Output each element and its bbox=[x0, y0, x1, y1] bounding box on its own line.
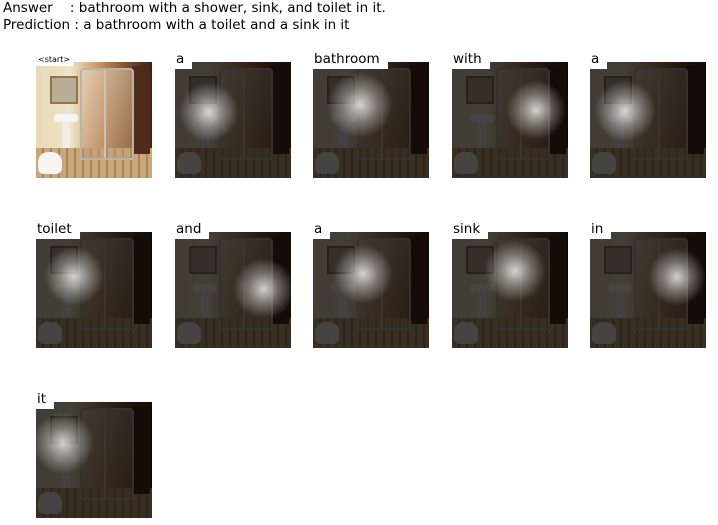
attention-map bbox=[452, 232, 568, 348]
attention-map bbox=[175, 232, 291, 348]
token-cell-a: a bbox=[175, 52, 293, 180]
attention-map bbox=[36, 402, 152, 518]
attention-map bbox=[590, 232, 706, 348]
token-label: with bbox=[452, 52, 490, 69]
answer-text: bathroom with a shower, sink, and toilet… bbox=[78, 0, 386, 16]
prediction-separator: : bbox=[70, 17, 84, 33]
answer-label: Answer bbox=[3, 0, 53, 16]
token-cell-start: <start> bbox=[36, 54, 154, 180]
token-cell-in: in bbox=[590, 222, 708, 350]
token-label: toilet bbox=[36, 222, 80, 239]
attention-map bbox=[590, 62, 706, 178]
token-cell-bathroom: bathroom bbox=[313, 52, 431, 180]
token-label: bathroom bbox=[313, 52, 388, 69]
attention-map bbox=[175, 62, 291, 178]
token-cell-and: and bbox=[175, 222, 293, 350]
token-cell-sink: sink bbox=[452, 222, 570, 350]
token-label: sink bbox=[452, 222, 489, 239]
token-label: <start> bbox=[36, 54, 74, 66]
token-label: a bbox=[313, 222, 331, 239]
attention-map bbox=[452, 62, 568, 178]
prediction-row: Prediction : a bathroom with a toilet an… bbox=[3, 17, 386, 34]
answer-row: Answer : bathroom with a shower, sink, a… bbox=[3, 0, 386, 17]
token-label: in bbox=[590, 222, 612, 239]
bathroom-photo bbox=[36, 62, 152, 178]
token-cell-toilet: toilet bbox=[36, 222, 154, 350]
token-cell-it: it bbox=[36, 392, 154, 520]
token-label: it bbox=[36, 392, 55, 409]
token-label: a bbox=[590, 52, 608, 69]
prediction-label: Prediction bbox=[3, 17, 71, 33]
attention-map bbox=[313, 62, 429, 178]
token-cell-with: with bbox=[452, 52, 570, 180]
answer-separator: : bbox=[52, 0, 79, 16]
token-label: and bbox=[175, 222, 210, 239]
token-cell-a-2: a bbox=[590, 52, 708, 180]
caption-header: Answer : bathroom with a shower, sink, a… bbox=[3, 0, 386, 34]
token-cell-a-3: a bbox=[313, 222, 431, 350]
attention-map bbox=[313, 232, 429, 348]
token-label: a bbox=[175, 52, 193, 69]
prediction-text: a bathroom with a toilet and a sink in i… bbox=[83, 17, 350, 33]
attention-map bbox=[36, 232, 152, 348]
